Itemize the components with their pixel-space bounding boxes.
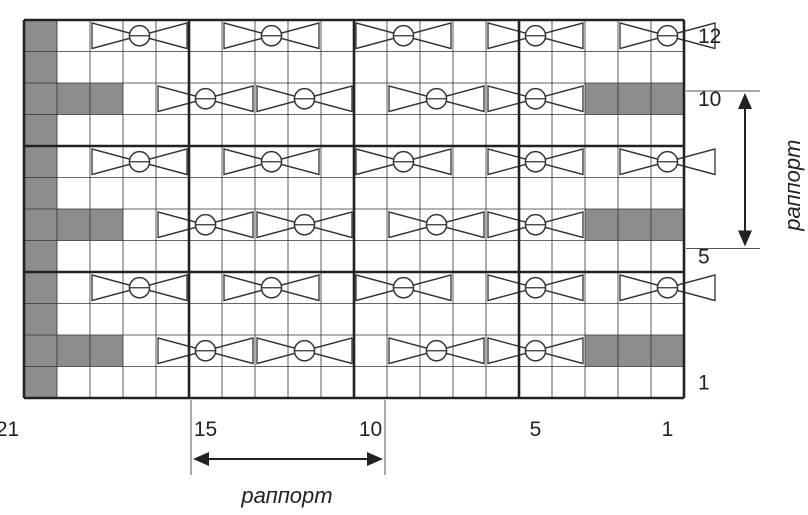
cable-cross-symbol — [486, 272, 585, 304]
column-number: 5 — [530, 418, 542, 441]
cable-cross-symbol — [90, 146, 189, 178]
column-number: 1 — [662, 418, 674, 441]
cable-cross-symbol — [156, 209, 255, 241]
cable-cross-symbol — [486, 209, 585, 241]
purl-cell — [618, 83, 651, 115]
cable-cross-symbol — [255, 335, 354, 367]
cable-cross-symbol — [387, 209, 486, 241]
cable-cross-symbol — [387, 335, 486, 367]
purl-cell — [90, 83, 123, 115]
purl-cell — [585, 335, 618, 367]
row-number: 5 — [698, 245, 710, 268]
cable-cross-symbol — [156, 335, 255, 367]
column-number: 10 — [359, 418, 382, 441]
arrowhead-down — [738, 230, 752, 247]
cable-cross-symbol — [354, 20, 453, 52]
row-number: 1 — [698, 371, 710, 394]
purl-cell — [585, 83, 618, 115]
cable-cross-symbol — [90, 272, 189, 304]
purl-cell — [24, 146, 57, 178]
purl-cell — [57, 83, 90, 115]
purl-cell — [24, 209, 57, 241]
purl-cell — [24, 20, 57, 52]
purl-cell — [651, 209, 684, 241]
purl-cell — [24, 303, 57, 335]
cable-cross-symbol — [387, 83, 486, 115]
cable-cross-symbol — [255, 209, 354, 241]
row-number: 10 — [698, 88, 721, 111]
purl-cell — [24, 335, 57, 367]
repeat-label-horizontal: раппорт — [240, 483, 332, 508]
row-number: 12 — [698, 25, 721, 48]
cable-cross-symbol — [222, 146, 321, 178]
cable-cross-symbol — [486, 20, 585, 52]
cable-cross-symbol — [90, 20, 189, 52]
cable-cross-symbol — [255, 83, 354, 115]
purl-cell — [24, 366, 57, 398]
purl-cell — [618, 209, 651, 241]
cable-cross-symbol — [618, 272, 717, 304]
purl-cell — [57, 209, 90, 241]
purl-cell — [57, 335, 90, 367]
cable-cross-symbol — [486, 146, 585, 178]
purl-cell — [24, 83, 57, 115]
column-number: 21 — [0, 418, 19, 441]
cable-cross-symbol — [222, 272, 321, 304]
arrowhead-left — [193, 452, 209, 466]
column-number: 15 — [194, 418, 217, 441]
cable-cross-symbol — [354, 146, 453, 178]
cable-cross-symbol — [618, 146, 717, 178]
arrowhead-right — [367, 452, 383, 466]
purl-cell — [90, 335, 123, 367]
cable-cross-symbol — [156, 83, 255, 115]
purl-cell — [618, 335, 651, 367]
arrowhead-up — [738, 93, 752, 109]
cable-cross-symbol — [618, 20, 717, 52]
cable-cross-symbol — [486, 335, 585, 367]
purl-cell — [24, 114, 57, 146]
cable-cross-symbol — [354, 272, 453, 304]
purl-cell — [24, 177, 57, 209]
cable-cross-symbol — [486, 83, 585, 115]
repeat-label-vertical: раппорт — [780, 140, 805, 232]
purl-cell — [585, 209, 618, 241]
purl-cell — [651, 83, 684, 115]
purl-cell — [24, 51, 57, 83]
purl-cell — [24, 272, 57, 304]
cable-cross-symbol — [222, 20, 321, 52]
purl-cell — [24, 240, 57, 272]
purl-cell — [651, 335, 684, 367]
purl-cell — [90, 209, 123, 241]
